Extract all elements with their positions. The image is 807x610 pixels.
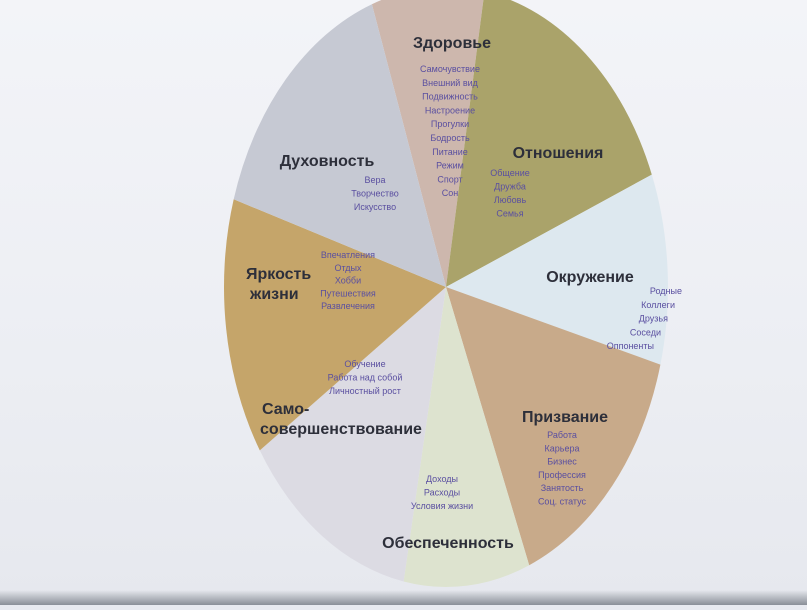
- sector-item: Работа: [547, 430, 577, 440]
- sector-item: Впечатления: [321, 250, 375, 260]
- sector-item: Обучение: [344, 359, 385, 369]
- sector-item: Семья: [496, 209, 523, 219]
- sector-item: Отдых: [334, 263, 362, 273]
- sector-item: Режим: [436, 161, 464, 171]
- sector-item: Вера: [364, 175, 385, 185]
- sector-item: Коллеги: [641, 300, 675, 310]
- sector-item: Питание: [432, 147, 468, 157]
- sector-title: Само-: [262, 401, 309, 418]
- wheel-sector: [446, 0, 652, 287]
- sector-item: Бодрость: [430, 133, 470, 143]
- sector-item: Общение: [490, 168, 529, 178]
- sector-item: Занятость: [541, 483, 584, 493]
- wheel-sector: [371, 0, 484, 287]
- sector-item: Прогулки: [431, 119, 469, 129]
- sector-item: Расходы: [424, 488, 460, 498]
- wheel-sector: [446, 174, 668, 365]
- wheel-sector: [403, 287, 530, 588]
- sector-item: Спорт: [437, 174, 462, 184]
- wheel-sector: [233, 4, 446, 287]
- sector-item: Самочувствие: [420, 64, 480, 74]
- sector-item: Подвижность: [422, 92, 478, 102]
- sector-title: Обеспеченность: [382, 535, 514, 552]
- sector-title: Духовность: [280, 153, 375, 170]
- sector-title: Здоровье: [413, 35, 491, 52]
- sector-item: Оппоненты: [607, 341, 654, 351]
- sector-item: Личностный рост: [329, 386, 401, 396]
- sector-item: Путешествия: [320, 288, 376, 298]
- sector-item: Условия жизни: [411, 501, 473, 511]
- sector-item: Настроение: [425, 105, 475, 115]
- sector-item: Творчество: [351, 189, 399, 199]
- wheel-sector: [223, 199, 446, 451]
- sector-item: Бизнес: [547, 457, 577, 467]
- sector-item: Соседи: [630, 327, 661, 337]
- wheel-sector: [446, 287, 661, 566]
- sector-item: Соц. статус: [538, 497, 587, 507]
- sector-item: Работа над собой: [328, 373, 403, 383]
- sector-item: Друзья: [639, 314, 668, 324]
- sector-title: Призвание: [522, 409, 608, 426]
- sector-item: Родные: [650, 286, 682, 296]
- sector-item: Профессия: [538, 470, 586, 480]
- sector-item: Хобби: [335, 276, 361, 286]
- sector-title: совершенствование: [260, 421, 422, 438]
- sector-title: Окружение: [546, 269, 634, 286]
- sector-item: Внешний вид: [422, 78, 479, 88]
- wheel-sector: [259, 287, 446, 582]
- screen-bottom-edge: [0, 590, 807, 605]
- sector-item: Дружба: [494, 182, 526, 192]
- sector-item: Сон: [442, 188, 459, 198]
- sector-item: Развлечения: [321, 301, 375, 311]
- sector-title: Яркость: [246, 266, 311, 283]
- sector-item: Любовь: [494, 195, 527, 205]
- sector-item: Карьера: [545, 443, 580, 453]
- sector-item: Искусство: [354, 202, 396, 212]
- sector-item: Доходы: [426, 474, 458, 484]
- sector-title: жизни: [249, 286, 299, 303]
- sector-title: Отношения: [513, 145, 604, 162]
